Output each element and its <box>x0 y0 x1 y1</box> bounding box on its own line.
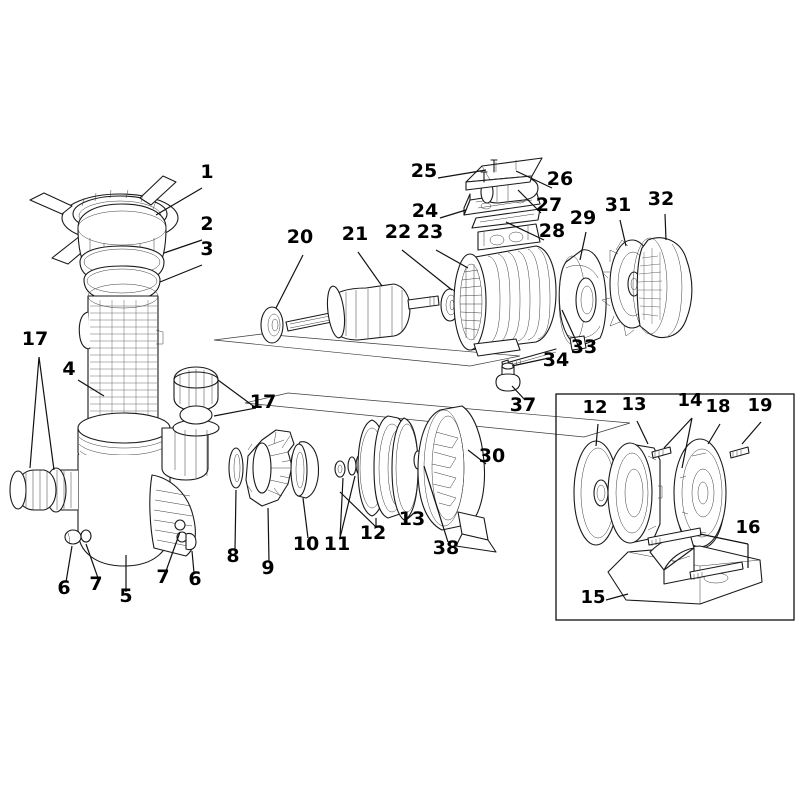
part-terminal-gasket <box>471 208 541 229</box>
callout-end-bracket: 29 <box>570 207 596 229</box>
part-front-bearing <box>260 306 284 344</box>
part-union-fitting-right <box>173 366 219 425</box>
callout-bracket-screws: 14 <box>677 390 702 411</box>
inset-seal-plate <box>573 440 619 546</box>
callout-terminal-board-bracket: 24 <box>412 200 438 222</box>
part-mounting-bracket-main <box>391 417 419 521</box>
callout-mounting-bracket: 13 <box>621 394 646 415</box>
callout-mounting-bracket: 13 <box>399 508 425 530</box>
callout-end-bracket-leader: 33 <box>571 336 597 358</box>
part-stator-housing <box>453 223 557 357</box>
part-diffuser <box>290 441 320 499</box>
part-union-fitting-left <box>9 469 57 511</box>
callout-impeller-o-ring: 8 <box>226 545 239 567</box>
callout-union-fitting: 17 <box>250 391 276 413</box>
part-rubber-foot <box>495 362 521 392</box>
callout-drain-plug-o-ring: 7 <box>156 566 169 588</box>
callout-rear-bearing: 22 <box>385 221 411 243</box>
part-pump-housing <box>9 366 220 567</box>
part-impeller <box>245 429 295 507</box>
callout-impeller: 9 <box>261 557 274 579</box>
callout-lid-o-ring: 3 <box>200 238 213 260</box>
callout-drain-plug: 6 <box>188 568 201 590</box>
callout-stator-housing: 23 <box>417 221 443 243</box>
callout-drain-plug-o-ring: 7 <box>89 573 102 595</box>
inset-mounting-bracket <box>607 442 663 544</box>
callout-terminal-gasket: 28 <box>539 220 565 242</box>
callout-rotor-armature: 21 <box>342 223 368 245</box>
callout-motor-fan: 31 <box>605 194 631 216</box>
callout-volute-seal-plate: 30 <box>479 445 505 467</box>
callout-motor-adapter: 18 <box>705 396 730 417</box>
callout-capacitor: 27 <box>536 194 562 216</box>
part-drain-plug-left <box>64 529 92 545</box>
callout-shaft-seal: 11 <box>324 533 350 555</box>
callout-lid-lock-ring: 1 <box>200 161 213 183</box>
callout-rubber-foot: 37 <box>510 394 536 416</box>
inset-leader-lines <box>595 417 762 601</box>
callout-cover-screw: 25 <box>411 160 437 182</box>
callout-mounting-base: 15 <box>580 587 605 608</box>
callout-diffuser: 10 <box>293 533 319 555</box>
part-impeller-o-ring <box>228 447 244 489</box>
part-end-bracket <box>558 249 607 351</box>
inset-adapter-screw <box>729 446 750 459</box>
part-drain-plug-right <box>174 519 197 551</box>
part-lid-o-ring <box>79 245 165 302</box>
callout-terminal-cover: 26 <box>547 168 573 190</box>
callout-pump-housing: 5 <box>119 585 132 607</box>
callout-base-bolts: 16 <box>735 517 760 538</box>
callout-strainer-basket: 4 <box>62 358 75 380</box>
callout-drain-plug: 6 <box>57 577 70 599</box>
callout-seal-plate: 12 <box>360 522 386 544</box>
leader-lines <box>29 169 667 592</box>
callout-strainer-lid: 2 <box>200 213 213 235</box>
inset-mounting-base <box>607 533 763 605</box>
callout-fan-shroud: 32 <box>648 188 674 210</box>
part-cover-screws <box>480 159 498 183</box>
part-fan-shroud <box>632 237 693 338</box>
callout-union-fitting: 17 <box>22 328 48 350</box>
inset-base-bolts <box>647 527 744 580</box>
inset-frame <box>555 393 795 621</box>
part-rotor-armature <box>285 283 440 341</box>
callout-seal-plate: 12 <box>582 397 607 418</box>
callout-through-bolt: 34 <box>543 349 569 371</box>
part-terminal-cover <box>465 157 543 191</box>
callout-front-bearing: 20 <box>287 226 313 248</box>
callout-adapter-screw: 19 <box>747 395 772 416</box>
part-volute-seal-plate <box>417 405 497 553</box>
callout-slinger-o-ring: 38 <box>433 537 459 559</box>
